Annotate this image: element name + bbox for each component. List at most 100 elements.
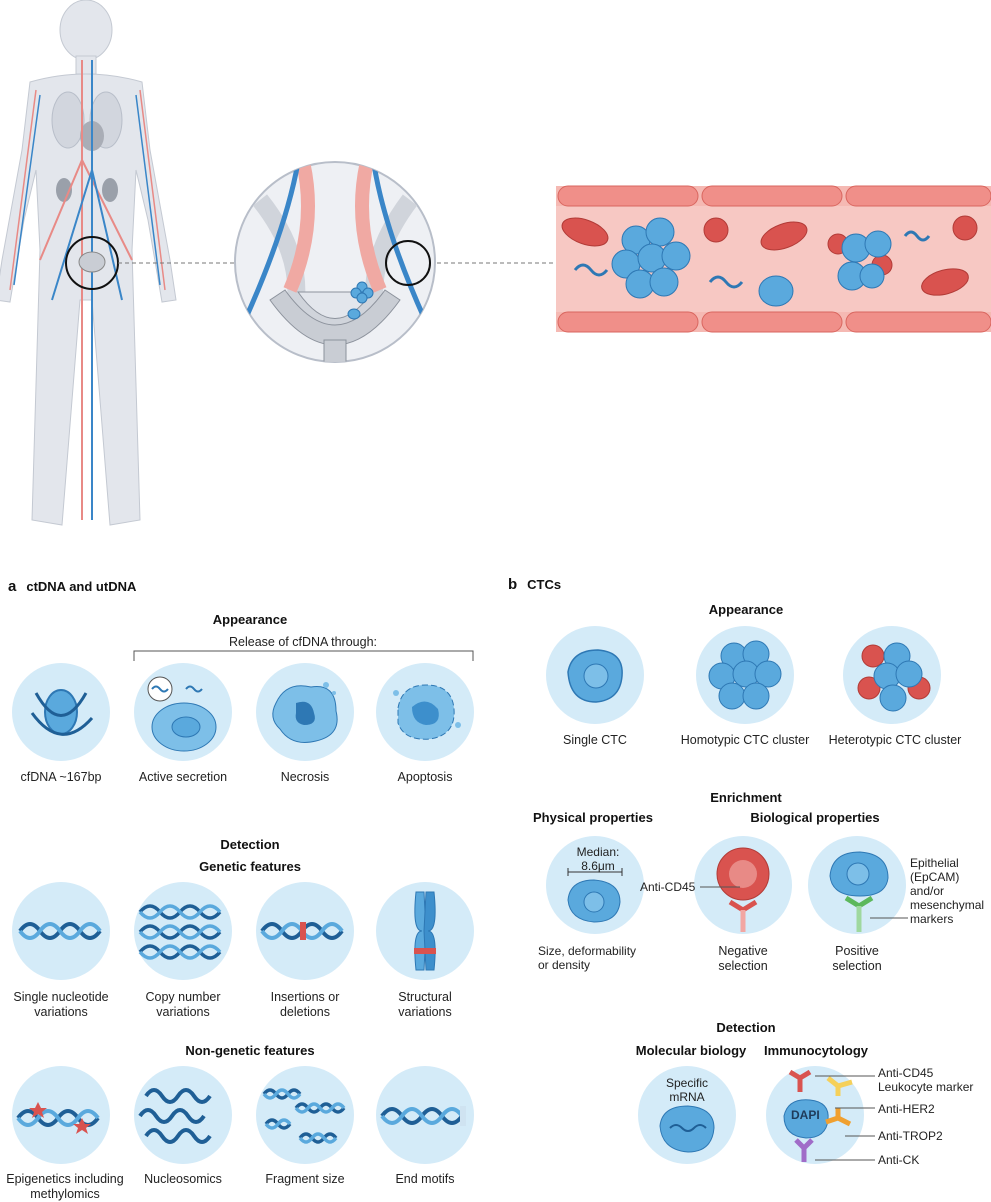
panel-b-letter: b xyxy=(508,576,518,593)
dapi-label: DAPI xyxy=(791,1108,820,1122)
a-appearance-label-1: Active secretion xyxy=(138,770,228,784)
immunostained-cell-icon xyxy=(783,1069,853,1162)
a-appearance-label-0: cfDNA ~167bp xyxy=(20,770,102,784)
epithelial-line4: mesenchymal xyxy=(910,898,985,912)
apoptotic-cell-icon xyxy=(393,684,461,740)
non-genetic-heading: Non-genetic features xyxy=(185,1043,315,1058)
epithelial-line3: and/or xyxy=(910,884,945,898)
marker-anti-ck: Anti-CK xyxy=(878,1153,920,1167)
mrna-label: Specific mRNA xyxy=(655,1076,719,1104)
marker-anti-her2: Anti-HER2 xyxy=(878,1102,935,1116)
marker-anti-trop2: Anti-TROP2 xyxy=(878,1129,943,1143)
physical-caption-line2: or density xyxy=(538,958,591,972)
b-detection-heading: Detection xyxy=(716,1020,776,1035)
single-ctc-icon xyxy=(567,649,623,703)
heterotypic-cluster-icon xyxy=(857,642,931,712)
active-secretion-circle xyxy=(134,663,232,761)
panel-a-letter: a xyxy=(8,578,17,595)
non-genetic-label-1: Nucleosomics xyxy=(144,1172,222,1186)
marker-leukocyte: Leukocyte marker xyxy=(878,1080,974,1094)
chromosome-icon xyxy=(414,891,436,971)
dna-helix-icon xyxy=(18,922,102,940)
mrna-label-line1: Specific xyxy=(665,1076,709,1090)
dna-indel-icon xyxy=(260,922,344,940)
negative-selection-circle xyxy=(694,836,792,934)
positive-caption-line1: Positive xyxy=(835,944,879,958)
apoptosis-circle xyxy=(376,663,474,761)
non-genetic-label-0-line2: methylomics xyxy=(30,1187,100,1201)
human-body-illustration xyxy=(0,0,177,526)
genetic-label-0-line2: variations xyxy=(34,1005,88,1019)
median-label: Median: 8.6μm xyxy=(568,845,628,873)
epithelial-line5: markers xyxy=(910,912,954,926)
immuno-circle xyxy=(766,1066,864,1164)
physical-heading: Physical properties xyxy=(533,810,653,825)
genetic-label-1: Copy number variations xyxy=(122,990,244,1020)
physical-circle xyxy=(546,836,644,934)
positive-selection-icon xyxy=(829,851,889,932)
mrna-cell-icon xyxy=(659,1105,715,1153)
marker-leaders xyxy=(815,1075,875,1161)
negative-caption: Negative selection xyxy=(700,944,786,974)
a-appearance-label-3: Apoptosis xyxy=(397,770,453,784)
snv-circle xyxy=(12,882,110,980)
panel-b-heading: CTCs xyxy=(527,577,562,592)
genetic-label-0: Single nucleotide variations xyxy=(0,990,122,1020)
median-label-line1: Median: xyxy=(576,845,620,859)
molecular-circle xyxy=(638,1066,736,1164)
genetic-features-heading: Genetic features xyxy=(199,859,301,874)
epithelial-leader xyxy=(870,917,908,919)
positive-caption-line2: selection xyxy=(832,959,882,973)
median-label-line2: 8.6μm xyxy=(581,859,615,873)
methylation-icon xyxy=(16,1102,100,1134)
genetic-label-2-line1: Insertions or xyxy=(270,990,340,1004)
homotypic-cluster-icon xyxy=(708,640,782,710)
genetic-label-2: Insertions or deletions xyxy=(244,990,366,1020)
b-appearance-label-2: Heterotypic CTC cluster xyxy=(828,733,962,747)
top-illustration xyxy=(0,0,991,526)
physical-caption-line1: Size, deformability xyxy=(538,944,637,958)
mrna-label-line2: mRNA xyxy=(669,1090,705,1104)
nucleosome-icon xyxy=(30,689,94,736)
a-appearance-label-2: Necrosis xyxy=(280,770,330,784)
fragment-size-circle xyxy=(256,1066,354,1164)
b-appearance-label-1: Homotypic CTC cluster xyxy=(680,733,810,747)
necrosis-circle xyxy=(256,663,354,761)
anti-cd45-leader xyxy=(700,886,740,888)
necrotic-cell-icon xyxy=(272,682,338,743)
release-note: Release of cfDNA through: xyxy=(229,635,377,649)
molecular-heading: Molecular biology xyxy=(635,1043,747,1058)
b-appearance-label-0: Single CTC xyxy=(563,733,627,747)
negative-caption-line2: selection xyxy=(718,959,768,973)
epithelial-note: Epithelial (EpCAM) and/or mesenchymal ma… xyxy=(910,856,984,926)
enrichment-heading: Enrichment xyxy=(710,790,782,805)
structural-circle xyxy=(376,882,474,980)
secreting-cell-icon xyxy=(147,676,217,752)
non-genetic-label-0: Epigenetics including methylomics xyxy=(0,1172,130,1202)
genetic-label-3-line2: variations xyxy=(398,1005,452,1019)
b-appearance-heading: Appearance xyxy=(708,602,784,617)
genetic-label-1-line1: Copy number xyxy=(145,990,221,1004)
genetic-label-3-line1: Structural xyxy=(398,990,452,1004)
cfdna-circle xyxy=(12,663,110,761)
panel-b-title: b CTCs xyxy=(508,576,561,593)
single-ctc-circle xyxy=(546,626,644,724)
negative-selection-icon xyxy=(716,847,770,932)
biological-heading: Biological properties xyxy=(750,810,880,825)
a-appearance-heading: Appearance xyxy=(212,612,288,627)
sized-cell-icon xyxy=(567,868,623,923)
indel-circle xyxy=(256,882,354,980)
dna-end-motif-icon xyxy=(380,1106,466,1126)
dna-fragments-icon xyxy=(262,1088,346,1144)
homotypic-circle xyxy=(696,626,794,724)
marker-anti-cd45: Anti-CD45 xyxy=(878,1066,934,1080)
immuno-heading: Immunocytology xyxy=(763,1043,868,1058)
a-detection-heading: Detection xyxy=(220,837,280,852)
non-genetic-label-2: Fragment size xyxy=(265,1172,345,1186)
positive-caption: Positive selection xyxy=(814,944,900,974)
cnv-circle xyxy=(134,882,232,980)
non-genetic-label-3: End motifs xyxy=(395,1172,455,1186)
epigenetics-circle xyxy=(12,1066,110,1164)
bladder-zoom-illustration xyxy=(234,161,436,363)
